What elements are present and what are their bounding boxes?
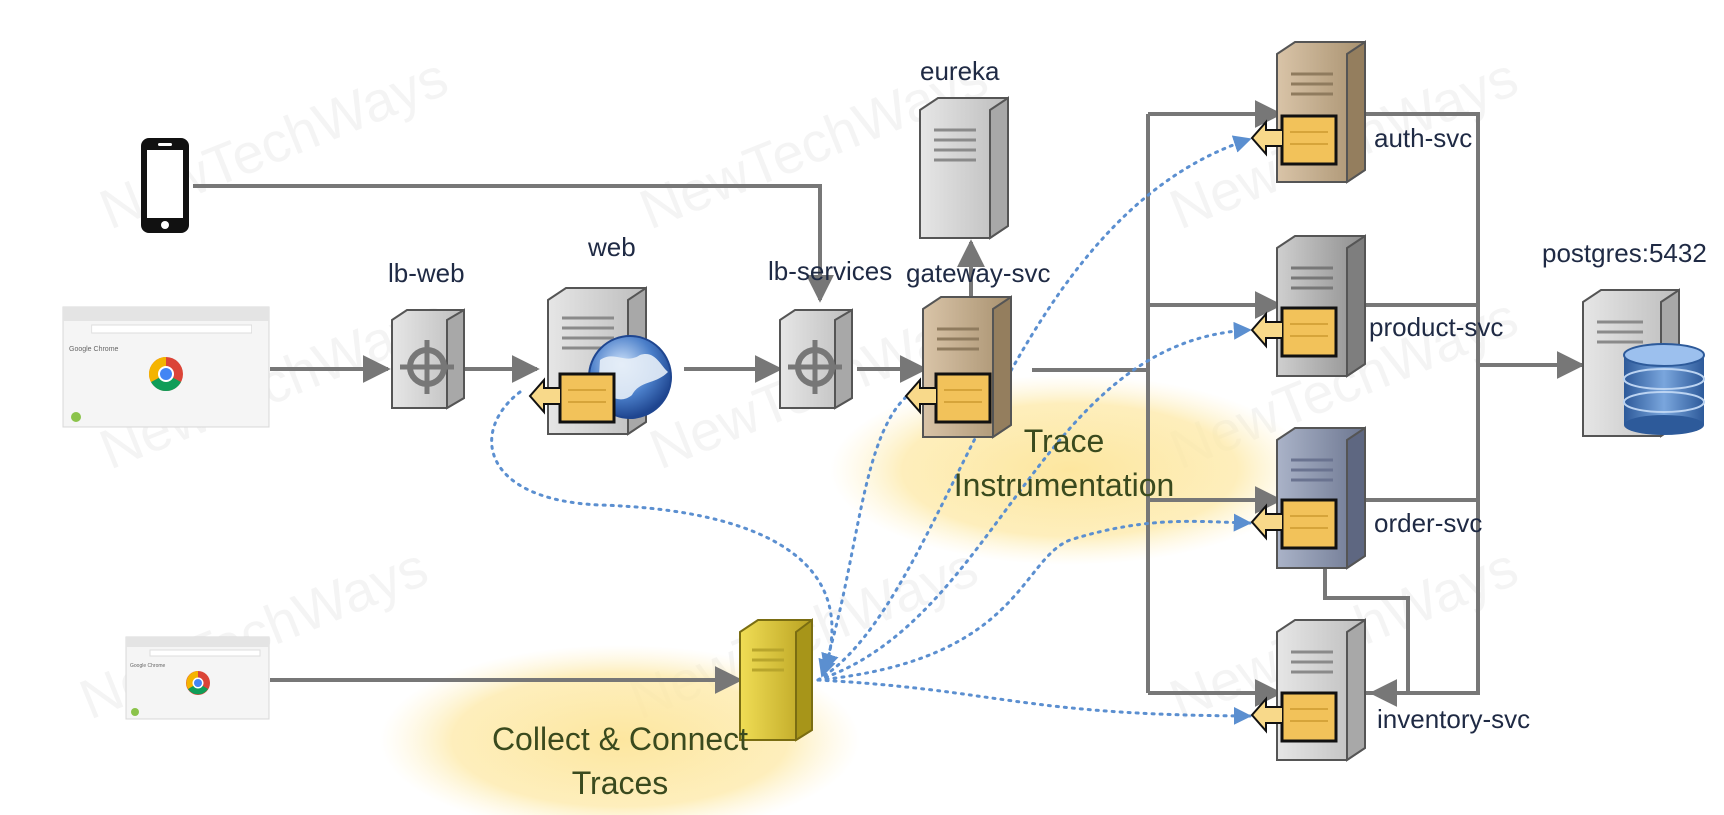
smartphone-icon xyxy=(141,138,189,233)
note-trace-line1: Trace xyxy=(1024,423,1105,459)
chrome-browser-icon: Google Chrome xyxy=(62,306,270,428)
trace-agent-icon xyxy=(528,372,616,424)
tracer-agents xyxy=(528,114,1338,743)
trace-gateway-to-collector xyxy=(818,390,914,678)
load-balancer-server-icon xyxy=(391,308,465,410)
request-flow-arrows xyxy=(193,100,1585,707)
database-icon xyxy=(1623,343,1705,435)
postgres-bus xyxy=(1355,112,1480,695)
load-balancer-server-icon xyxy=(779,308,853,410)
trace-web-to-collector xyxy=(490,390,839,672)
browser-brand: Google Chrome xyxy=(69,346,119,353)
trace-collector-to-inventory xyxy=(816,678,1252,725)
trace-agent-icon xyxy=(904,372,992,424)
browser-brand: Google Chrome xyxy=(130,663,166,669)
trace-arrows xyxy=(490,135,1252,725)
label-lb-web: lb-web xyxy=(388,258,465,288)
trace-collector-server-icon xyxy=(739,618,813,742)
label-inventory-svc: inventory-svc xyxy=(1377,704,1530,734)
label-gateway-svc: gateway-svc xyxy=(906,258,1051,288)
arrow-mobile-to-lb-services xyxy=(193,184,834,303)
trace-collector-to-product xyxy=(816,321,1252,682)
chrome-browser-icon: Google Chrome xyxy=(125,636,270,720)
server-icon xyxy=(919,96,1009,240)
note-collect-line2: Traces xyxy=(572,765,669,801)
label-eureka: eureka xyxy=(920,56,1000,86)
trace-agent-icon xyxy=(1250,691,1338,743)
label-web: web xyxy=(587,232,636,262)
trace-collector-to-order xyxy=(816,513,1252,682)
label-auth-svc: auth-svc xyxy=(1374,123,1472,153)
trace-agent-icon xyxy=(1250,306,1338,358)
label-lb-services: lb-services xyxy=(768,256,892,286)
label-product-svc: product-svc xyxy=(1369,312,1503,342)
note-collect-line1: Collect & Connect xyxy=(492,721,748,757)
label-order-svc: order-svc xyxy=(1374,508,1482,538)
trace-agent-icon xyxy=(1250,498,1338,550)
trace-agent-icon xyxy=(1250,114,1338,166)
note-trace-line2: Instrumentation xyxy=(954,467,1175,503)
arrow-order-to-inventory xyxy=(1323,565,1410,707)
label-postgres: postgres:5432 xyxy=(1542,238,1707,268)
